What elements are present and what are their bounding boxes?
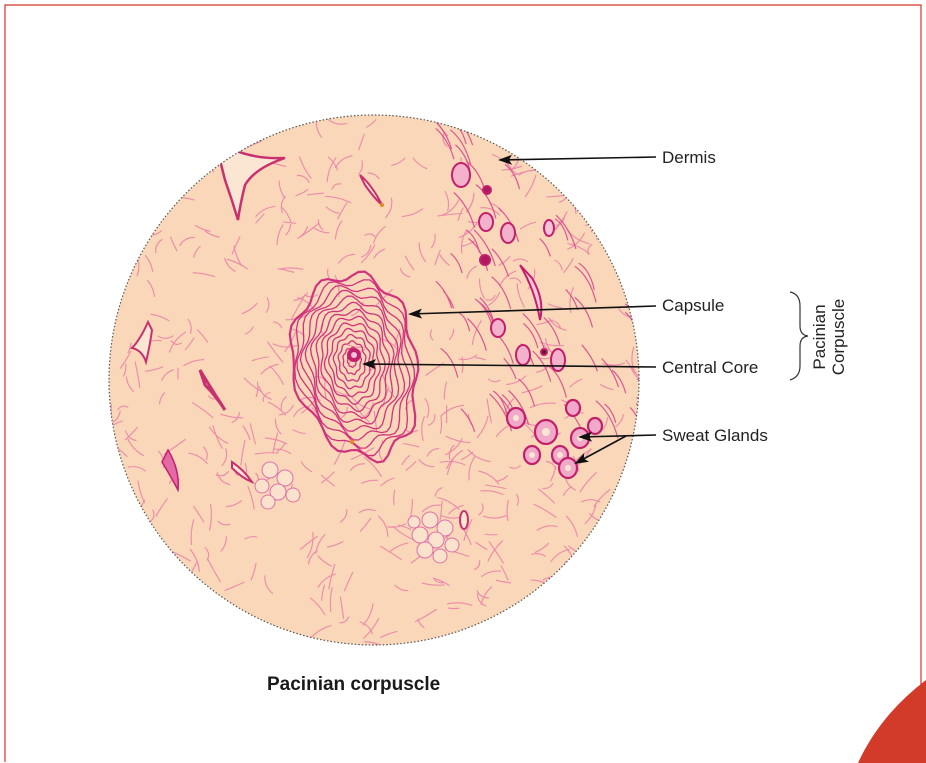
blood-vessel (460, 511, 468, 529)
capsule-label: Capsule (662, 296, 724, 316)
dermis-label: Dermis (662, 148, 716, 168)
central-core-label: Central Core (662, 358, 758, 378)
figure-caption: Pacinian corpuscle (267, 674, 440, 696)
corner-accent (858, 680, 926, 763)
pacinian-corpuscle-group: Pacinian Corpuscle (806, 294, 852, 380)
pacinian-corpuscle-group-label: Pacinian Corpuscle (810, 299, 848, 376)
dermis-arrow (500, 157, 656, 160)
sweat-glands-label: Sweat Glands (662, 426, 768, 446)
micrograph-circle (96, 110, 662, 659)
